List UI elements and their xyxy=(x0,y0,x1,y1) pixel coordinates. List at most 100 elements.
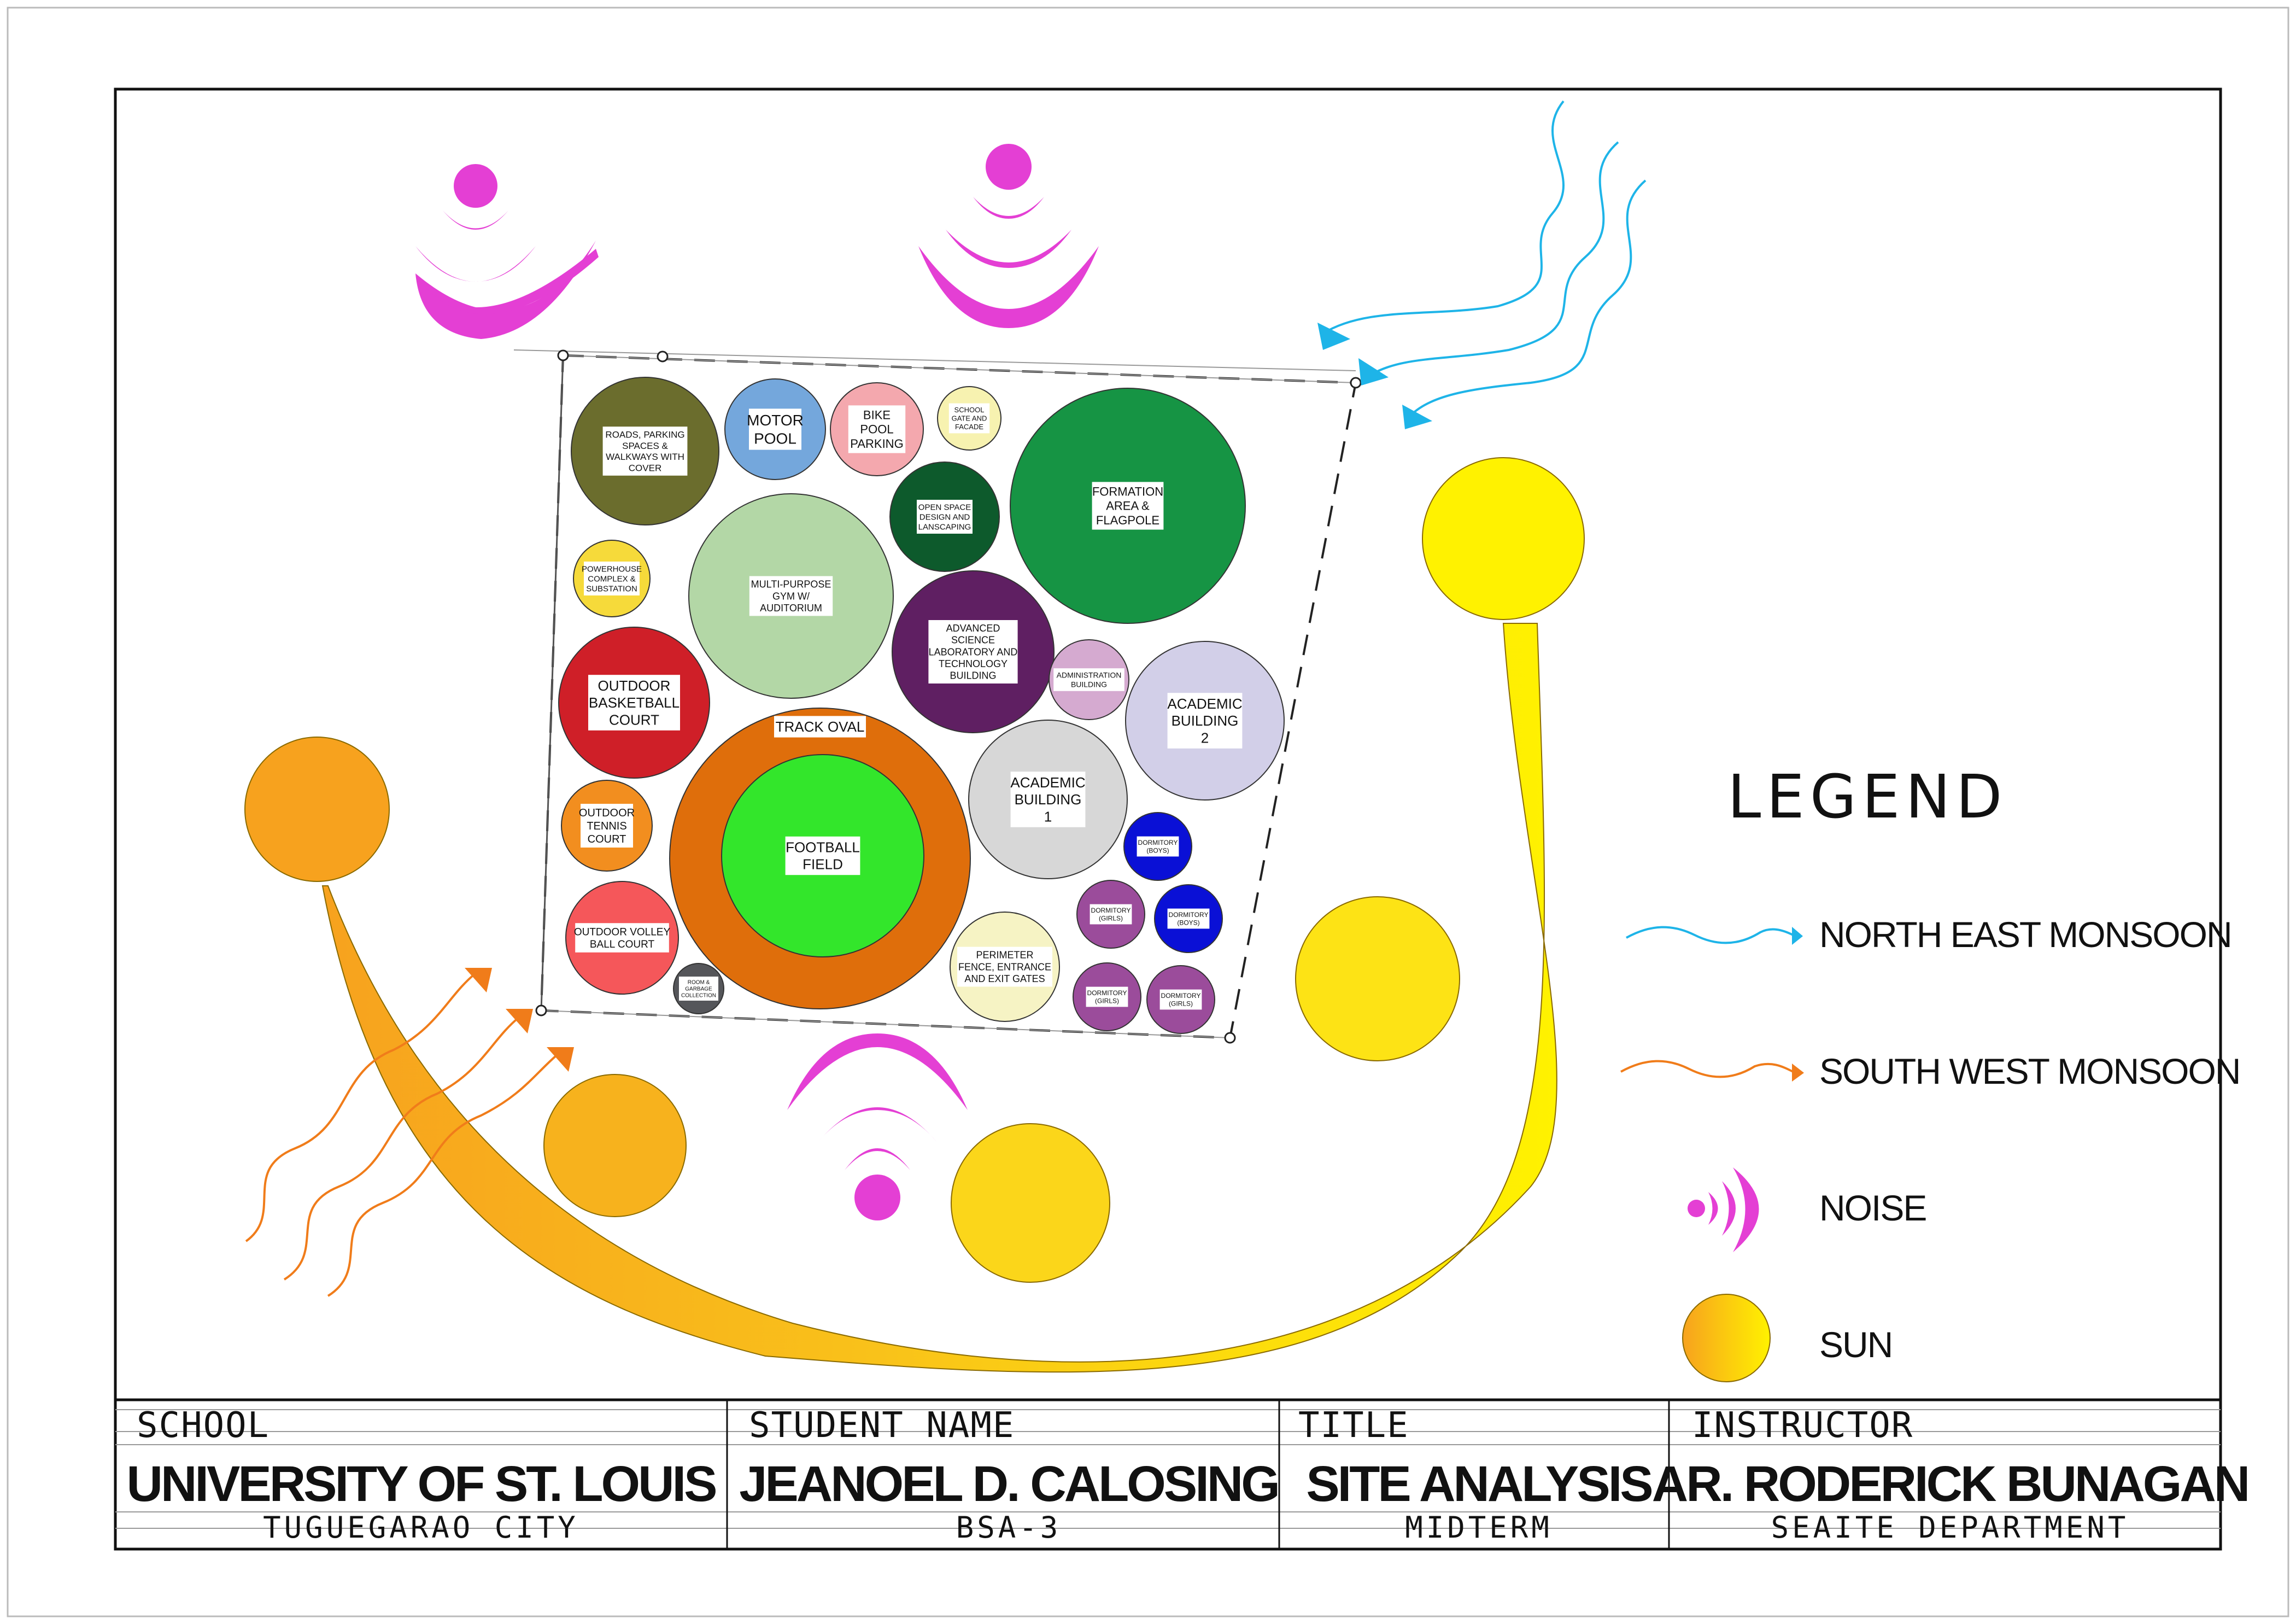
zone-label-line: BASKETBALL xyxy=(589,694,680,711)
page-border xyxy=(7,7,2289,1617)
zone-label-line: ROADS, PARKING xyxy=(605,429,684,440)
zone-label-line: (GIRLS) xyxy=(1169,1000,1193,1007)
school-caption: SCHOOL xyxy=(137,1405,270,1446)
zone-label-line: GATE AND xyxy=(952,414,987,423)
student-caption: STUDENT NAME xyxy=(749,1405,1015,1446)
zone-label-line: LANSCAPING xyxy=(918,522,971,531)
zone-label-line: FIELD xyxy=(803,856,843,873)
zone-label-line: DORMITORY xyxy=(1161,992,1201,1000)
zone-label-background xyxy=(1086,986,1128,1007)
title-caption: TITLE xyxy=(1298,1405,1409,1446)
zone-label-background xyxy=(602,427,688,476)
zone-label-line: BUILDING xyxy=(950,670,996,681)
zone-label-line: GYM W/ xyxy=(772,591,810,601)
zone-label-line: (BOYS) xyxy=(1146,846,1169,854)
zone-label-background xyxy=(785,836,860,875)
legend-item-ne-monsoon: NORTH EAST MONSOON xyxy=(1626,914,2233,955)
instructor-caption: INSTRUCTOR xyxy=(1692,1405,1913,1446)
zone-label-line: BUILDING xyxy=(1071,680,1107,688)
zone-label-line: DORMITORY xyxy=(1091,907,1131,914)
zone-label-line: ACADEMIC xyxy=(1010,774,1085,791)
zone-label-line: FENCE, ENTRANCE xyxy=(958,961,1051,972)
zone-label-background xyxy=(917,500,973,534)
legend-item-noise: NOISE xyxy=(1688,1167,1927,1252)
zone-label-background xyxy=(1167,693,1243,749)
sun-path xyxy=(244,457,1585,1373)
noise-symbol xyxy=(415,164,599,339)
zone-label-line: TRACK OVAL xyxy=(776,718,865,735)
zone-label-line: (BOYS) xyxy=(1177,919,1199,926)
zone-label-background xyxy=(1090,904,1132,925)
instructor-name: AR. RODERICK BUNAGAN xyxy=(1652,1456,2248,1512)
zone-label-background xyxy=(588,675,680,731)
instructor-department: SEAITE DEPARTMENT xyxy=(1771,1510,2129,1545)
zone-label-line: SCIENCE xyxy=(951,635,995,646)
zone-label-line: FACADE xyxy=(955,423,983,431)
zone-label-background xyxy=(1137,836,1179,857)
zone-label-line: OUTDOOR xyxy=(579,807,635,819)
zone-label-line: LABORATORY AND xyxy=(929,646,1018,657)
zone-label-line: POOL xyxy=(754,430,796,447)
zone-label-line: COLLECTION xyxy=(681,993,716,999)
zone-label-line: ACADEMIC xyxy=(1167,696,1242,712)
sun-bump xyxy=(543,1074,687,1217)
noise-icon xyxy=(1688,1167,1759,1252)
zone-label-line: COMPLEX & xyxy=(588,574,636,583)
zone-label-background xyxy=(749,576,833,616)
zone-label-line: MOTOR xyxy=(747,412,804,429)
sun-east xyxy=(1422,457,1585,620)
zone-label: DORMITORY(GIRLS) xyxy=(1091,907,1131,922)
drawing-title: SITE ANALYSIS xyxy=(1306,1456,1651,1512)
zone-label-line: PARKING xyxy=(850,437,903,451)
title-block-student: STUDENT NAME JEANOEL D. CALOSING BSA-3 xyxy=(739,1405,1280,1545)
sun-bump xyxy=(951,1123,1110,1283)
zone-label: TRACK OVAL xyxy=(776,718,865,735)
zone-label-line: AREA & xyxy=(1106,499,1150,513)
zone-label-line: COURT xyxy=(588,833,626,845)
zone-label-line: AND EXIT GATES xyxy=(964,973,1045,984)
zone-label-line: TENNIS xyxy=(587,820,626,832)
zone-label-line: BALL COURT xyxy=(590,939,655,950)
zone-label-line: 2 xyxy=(1201,729,1209,746)
noise-symbol xyxy=(918,144,1099,328)
legend-label-ne-monsoon: NORTH EAST MONSOON xyxy=(1819,914,2231,955)
legend-label-sun: SUN xyxy=(1819,1324,1892,1365)
zone-label-background xyxy=(575,923,669,953)
zone-label-line: FLAGPOLE xyxy=(1096,513,1159,527)
zone-label-line: 1 xyxy=(1044,808,1052,825)
legend: LEGEND NORTH EAST MONSOON SOUTH WEST MON… xyxy=(1620,762,2241,1382)
student-section: BSA-3 xyxy=(956,1510,1062,1545)
zone-label: DORMITORY(GIRLS) xyxy=(1087,989,1127,1004)
legend-item-sw-monsoon: SOUTH WEST MONSOON xyxy=(1620,1051,2241,1091)
zone-label-line: AUDITORIUM xyxy=(760,603,822,614)
ne-monsoon-arrows xyxy=(1317,100,1647,429)
zone-label: DORMITORY(BOYS) xyxy=(1138,839,1178,854)
zone-label-background xyxy=(1167,908,1210,929)
zone-label-line: BUILDING xyxy=(1172,712,1239,729)
zone-label-line: (GIRLS) xyxy=(1099,914,1123,922)
